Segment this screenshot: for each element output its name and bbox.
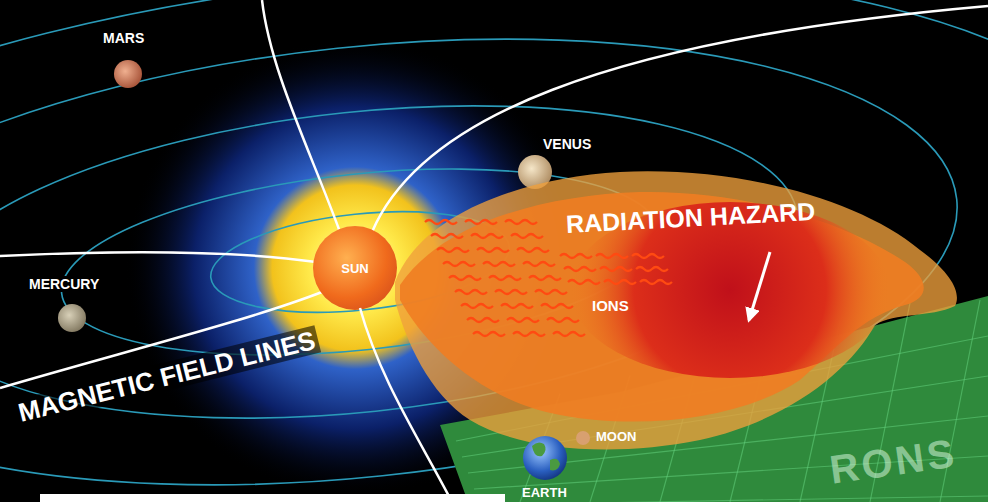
ion-wave xyxy=(505,220,537,224)
ion-wave xyxy=(437,248,469,252)
ion-wave xyxy=(517,248,549,252)
moon-body xyxy=(576,431,590,445)
ion-wave xyxy=(541,304,573,308)
electron-plane xyxy=(440,296,988,502)
ion-wave xyxy=(604,280,636,284)
ion-wave xyxy=(425,220,457,224)
earth-label: EARTH xyxy=(522,486,567,499)
pointer-arrow xyxy=(749,252,770,320)
ion-wave xyxy=(449,276,481,280)
field-line xyxy=(0,252,316,262)
ion-wave xyxy=(553,332,585,336)
field-line xyxy=(360,308,452,502)
ion-wave xyxy=(636,267,668,271)
grid-line xyxy=(730,339,770,502)
moon-label: MOON xyxy=(596,430,636,443)
region-label: IONS xyxy=(592,298,629,313)
planet-name: MARS xyxy=(100,30,147,46)
ion-wave xyxy=(507,318,539,322)
ion-wave xyxy=(596,254,628,258)
ion-cloud-shape xyxy=(390,160,965,460)
ion-wave xyxy=(523,262,555,266)
ion-wave xyxy=(489,276,521,280)
grid-line xyxy=(660,357,700,502)
ion-wave xyxy=(632,254,664,258)
ion-wave xyxy=(443,262,475,266)
ion-wave xyxy=(495,290,527,294)
ion-wave xyxy=(483,262,515,266)
planet-name: MERCURY xyxy=(26,276,102,292)
white-bar xyxy=(40,494,505,502)
ion-wave xyxy=(529,276,561,280)
ion-wave xyxy=(473,332,505,336)
field-line xyxy=(262,0,340,232)
ion-wave xyxy=(568,280,600,284)
ion-wave xyxy=(471,234,503,238)
ion-wave xyxy=(535,290,567,294)
ion-wave xyxy=(501,304,533,308)
mercury-planet xyxy=(58,304,86,332)
ion-wave xyxy=(600,267,632,271)
ion-wave xyxy=(465,220,497,224)
ion-wave xyxy=(513,332,545,336)
ion-wave xyxy=(640,280,672,284)
mars-planet xyxy=(114,60,142,88)
ion-wave xyxy=(431,234,463,238)
earth-planet xyxy=(523,436,567,480)
planet-name: VENUS xyxy=(540,136,594,152)
ion-wave xyxy=(461,304,493,308)
sun-label: SUN xyxy=(341,262,368,275)
ion-wave xyxy=(455,290,487,294)
ion-cloud: IONS xyxy=(390,160,965,460)
ion-wave xyxy=(547,318,579,322)
ion-wave xyxy=(564,267,596,271)
ion-wave xyxy=(560,254,592,258)
ion-wave xyxy=(477,248,509,252)
earth-land xyxy=(532,442,560,470)
ion-wave xyxy=(511,234,543,238)
ion-wave xyxy=(467,318,499,322)
sun-circle: SUN xyxy=(313,226,397,310)
